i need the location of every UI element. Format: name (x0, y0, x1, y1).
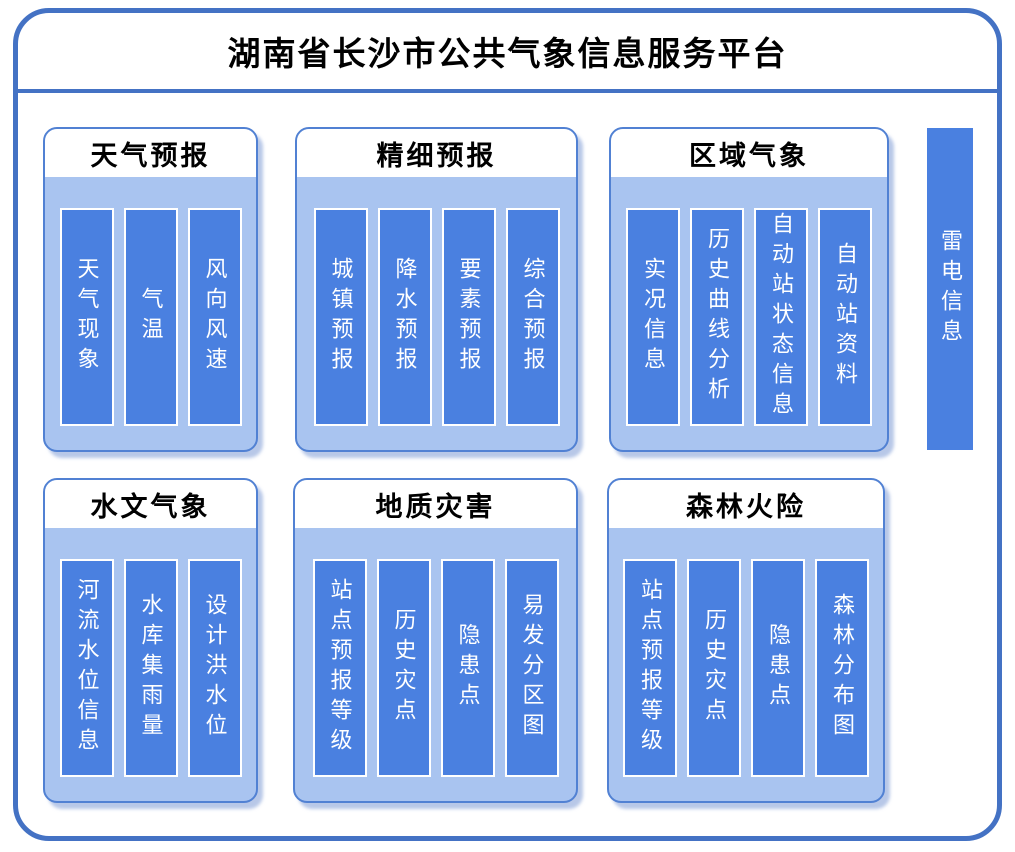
panel-regional-weather-header: 区域气象 (611, 129, 887, 177)
item-label: 要素预报 (456, 257, 482, 377)
panel-geological-disaster-header: 地质灾害 (295, 480, 576, 528)
panel-hydrology-weather-body: 河流水位信息 水库集雨量 设计洪水位 (45, 528, 256, 801)
panel-regional-weather-body: 实况信息 历史曲线分析 自动站状态信息 自动站资料 (611, 177, 887, 450)
item-label: 降水预报 (392, 257, 418, 377)
item-label: 气温 (138, 287, 164, 347)
item-label: 水库集雨量 (138, 593, 164, 743)
item-box: 天气现象 (59, 208, 114, 426)
lightning-info-bar: 雷电信息 (927, 128, 973, 450)
item-label: 隐患点 (766, 623, 791, 713)
item-box: 易发分区图 (504, 559, 559, 777)
panel-fine-forecast-header: 精细预报 (297, 129, 576, 177)
page-title: 湖南省长沙市公共气象信息服务平台 (227, 35, 788, 72)
item-box: 实况信息 (626, 208, 680, 426)
panel-forest-fire-risk: 森林火险 站点预报等级 历史灾点 隐患点 森林分布图 (607, 478, 885, 803)
item-label: 站点预报等级 (638, 578, 663, 758)
panel-geological-disaster-title: 地质灾害 (375, 491, 496, 522)
item-box: 隐患点 (751, 559, 805, 777)
lightning-info-label: 雷电信息 (938, 229, 963, 349)
panel-fine-forecast-title: 精细预报 (376, 140, 497, 171)
item-box: 历史灾点 (687, 559, 741, 777)
item-label: 易发分区图 (519, 593, 545, 743)
item-label: 站点预报等级 (327, 578, 353, 758)
panel-geological-disaster: 地质灾害 站点预报等级 历史灾点 隐患点 易发分区图 (293, 478, 578, 803)
panel-weather-forecast: 天气预报 天气现象 气温 风向风速 (43, 127, 258, 452)
item-box: 自动站资料 (818, 208, 872, 426)
panel-fine-forecast: 精细预报 城镇预报 降水预报 要素预报 综合预报 (295, 127, 578, 452)
panel-regional-weather-title: 区域气象 (689, 140, 809, 171)
platform-frame: 湖南省长沙市公共气象信息服务平台 天气预报 天气现象 气温 风向风速 精细预报 … (13, 8, 1002, 841)
item-label: 自动站资料 (833, 242, 858, 392)
item-label: 历史灾点 (391, 608, 417, 728)
title-bar: 湖南省长沙市公共气象信息服务平台 (18, 13, 997, 93)
item-box: 要素预报 (441, 208, 496, 426)
item-box: 设计洪水位 (187, 559, 242, 777)
item-label: 历史曲线分析 (705, 227, 730, 407)
item-label: 城镇预报 (328, 257, 354, 377)
item-label: 综合预报 (520, 257, 546, 377)
item-box: 城镇预报 (313, 208, 368, 426)
item-box: 风向风速 (187, 208, 242, 426)
panel-hydrology-weather: 水文气象 河流水位信息 水库集雨量 设计洪水位 (43, 478, 258, 803)
item-box: 综合预报 (505, 208, 560, 426)
item-box: 隐患点 (440, 559, 495, 777)
panel-weather-forecast-header: 天气预报 (45, 129, 256, 177)
item-box: 站点预报等级 (623, 559, 677, 777)
item-box: 河流水位信息 (59, 559, 114, 777)
item-box: 自动站状态信息 (754, 208, 808, 426)
item-label: 自动站状态信息 (769, 212, 794, 422)
panel-hydrology-weather-title: 水文气象 (90, 491, 211, 522)
item-label: 森林分布图 (830, 593, 855, 743)
item-box: 站点预报等级 (312, 559, 367, 777)
item-box: 历史灾点 (376, 559, 431, 777)
item-box: 降水预报 (377, 208, 432, 426)
item-label: 实况信息 (641, 257, 666, 377)
item-label: 风向风速 (202, 257, 228, 377)
panel-regional-weather: 区域气象 实况信息 历史曲线分析 自动站状态信息 自动站资料 (609, 127, 889, 452)
panel-fine-forecast-body: 城镇预报 降水预报 要素预报 综合预报 (297, 177, 576, 450)
item-label: 河流水位信息 (74, 578, 100, 758)
item-label: 历史灾点 (702, 608, 727, 728)
panel-forest-fire-risk-body: 站点预报等级 历史灾点 隐患点 森林分布图 (609, 528, 883, 801)
panel-weather-forecast-body: 天气现象 气温 风向风速 (45, 177, 256, 450)
panel-forest-fire-risk-title: 森林火险 (686, 491, 806, 522)
item-box: 森林分布图 (815, 559, 869, 777)
item-box: 气温 (123, 208, 178, 426)
panel-hydrology-weather-header: 水文气象 (45, 480, 256, 528)
item-label: 隐患点 (455, 623, 481, 713)
panel-weather-forecast-title: 天气预报 (90, 140, 211, 171)
panel-geological-disaster-body: 站点预报等级 历史灾点 隐患点 易发分区图 (295, 528, 576, 801)
item-label: 天气现象 (74, 257, 100, 377)
panel-forest-fire-risk-header: 森林火险 (609, 480, 883, 528)
item-box: 历史曲线分析 (690, 208, 744, 426)
item-label: 设计洪水位 (202, 593, 228, 743)
item-box: 水库集雨量 (123, 559, 178, 777)
